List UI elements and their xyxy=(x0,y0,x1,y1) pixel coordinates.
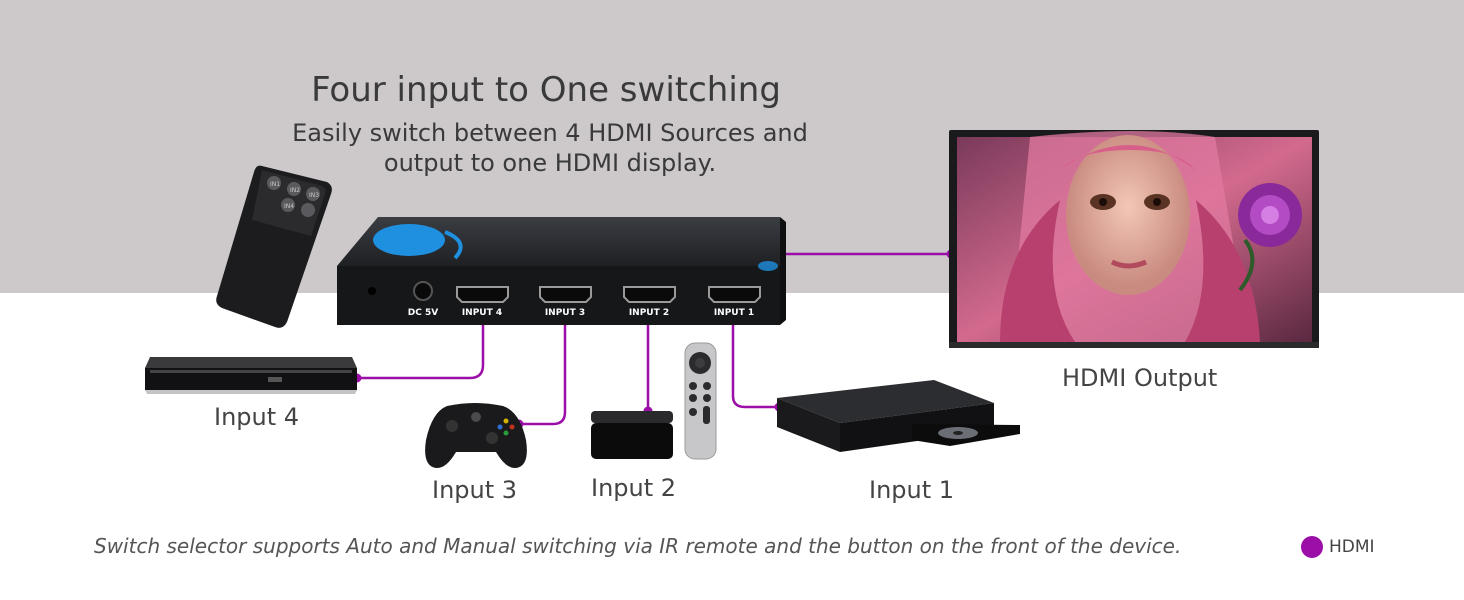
port-label-input1: INPUT 1 xyxy=(714,308,754,318)
streaming-remote-device xyxy=(684,342,717,460)
subtitle-line-1: Easily switch between 4 HDMI Sources and xyxy=(292,119,808,147)
subtitle-line-2: output to one HDMI display. xyxy=(383,149,717,177)
remote-btn-in2: IN2 xyxy=(290,187,300,194)
streaming-box-device xyxy=(591,411,673,459)
ir-remote: IN1 IN2 IN3 IN4 xyxy=(216,165,332,328)
cable-input1 xyxy=(731,325,779,409)
label-input-2: Input 2 xyxy=(591,474,677,502)
legend: HDMI xyxy=(1301,536,1375,558)
port-label-input3: INPUT 3 xyxy=(545,308,585,318)
cable-input4 xyxy=(357,325,485,380)
remote-buttons xyxy=(267,176,320,217)
brand-logo-icon xyxy=(373,224,445,256)
label-hdmi-output: HDMI Output xyxy=(1062,364,1218,392)
dvd-player-device xyxy=(145,357,357,394)
page-subtitle: Easily switch between 4 HDMI Sources and… xyxy=(250,118,850,178)
legend-hdmi-label: HDMI xyxy=(1329,537,1375,557)
label-input-3: Input 3 xyxy=(432,476,518,504)
footnote-text: Switch selector supports Auto and Manual… xyxy=(94,534,1182,558)
remote-btn-in4: IN4 xyxy=(284,203,294,210)
label-input-1: Input 1 xyxy=(869,476,955,504)
hdmi-display-device xyxy=(949,130,1319,348)
hdmi-switcher: DC 5V INPUT 4 INPUT 3 INPUT 2 INPUT 1 xyxy=(337,217,786,325)
remote-btn-in1: IN1 xyxy=(270,181,280,188)
bluray-player-device xyxy=(777,380,1020,452)
hdmi-cables xyxy=(357,252,951,426)
port-label-input2: INPUT 2 xyxy=(629,308,669,318)
port-label-input4: INPUT 4 xyxy=(462,308,502,318)
cable-input3 xyxy=(519,325,567,426)
ir-sensor-icon xyxy=(368,287,376,295)
label-input-4: Input 4 xyxy=(214,403,300,431)
port-label-dc: DC 5V xyxy=(408,308,438,318)
legend-hdmi-swatch xyxy=(1301,536,1323,558)
remote-btn-in3: IN3 xyxy=(309,192,319,199)
game-controller-device xyxy=(425,403,527,469)
page-title: Four input to One switching xyxy=(311,70,781,110)
dc-jack-icon xyxy=(413,281,433,301)
hdmi-ports xyxy=(456,286,761,303)
